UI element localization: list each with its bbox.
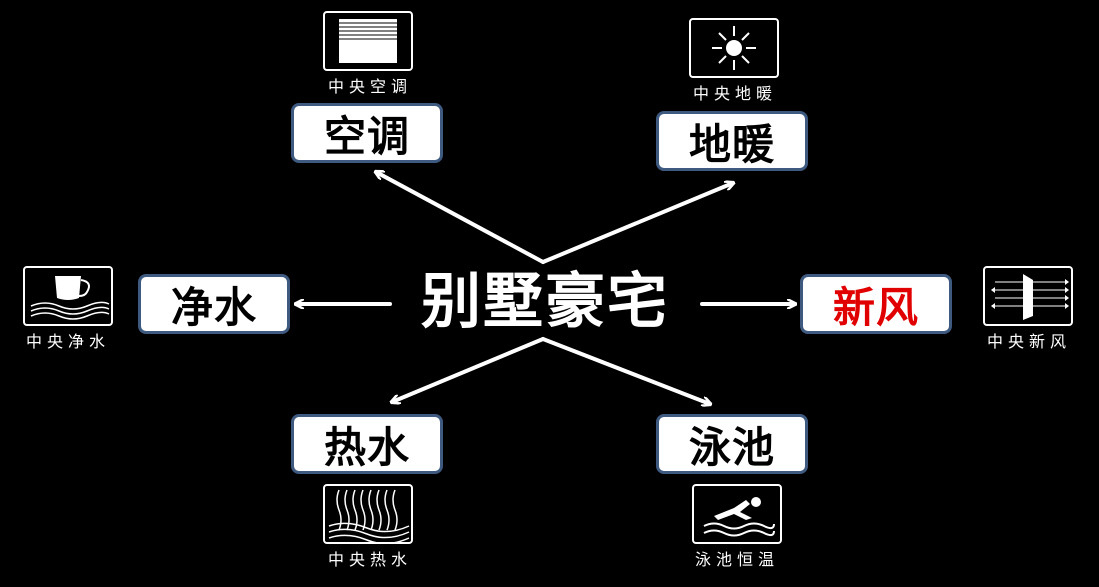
node-jingshui-box: 净水 — [138, 274, 290, 334]
floor-heating-sun-icon — [689, 18, 779, 78]
arrow-to-kongtiao — [376, 172, 545, 264]
caption-xinfeng: 中央新风 — [986, 332, 1071, 351]
node-reshui-box: 热水 — [291, 414, 443, 474]
node-dinuan-label: 地暖 — [688, 119, 775, 169]
node-xinfeng-box: 新风 — [800, 274, 952, 334]
caption-kongtiao: 中央空调 — [327, 77, 412, 96]
swimmer-icon — [692, 484, 782, 544]
center-title: 别墅豪宅 — [421, 267, 669, 337]
node-kongtiao-label: 空调 — [323, 111, 410, 161]
arrow-to-reshui — [392, 337, 545, 402]
node-xinfeng-label: 新风 — [832, 282, 919, 332]
node-kongtiao-box: 空调 — [291, 103, 443, 163]
node-dinuan-box: 地暖 — [656, 111, 808, 171]
node-jingshui-label: 净水 — [170, 282, 257, 332]
caption-dinuan: 中央地暖 — [692, 84, 777, 103]
arrow-to-dinuan — [541, 183, 733, 264]
water-purifier-cup-icon — [23, 266, 113, 326]
node-yongchi-box: 泳池 — [656, 414, 808, 474]
caption-jingshui: 中央净水 — [25, 332, 110, 351]
hot-water-steam-icon — [323, 484, 413, 544]
node-yongchi-label: 泳池 — [688, 422, 775, 472]
caption-reshui: 中央热水 — [327, 550, 412, 569]
arrow-to-yongchi — [541, 337, 710, 404]
air-conditioner-icon — [323, 11, 413, 71]
caption-yongchi: 泳池恒温 — [694, 550, 779, 569]
node-reshui-label: 热水 — [323, 422, 410, 472]
fresh-air-filter-icon — [983, 266, 1073, 326]
